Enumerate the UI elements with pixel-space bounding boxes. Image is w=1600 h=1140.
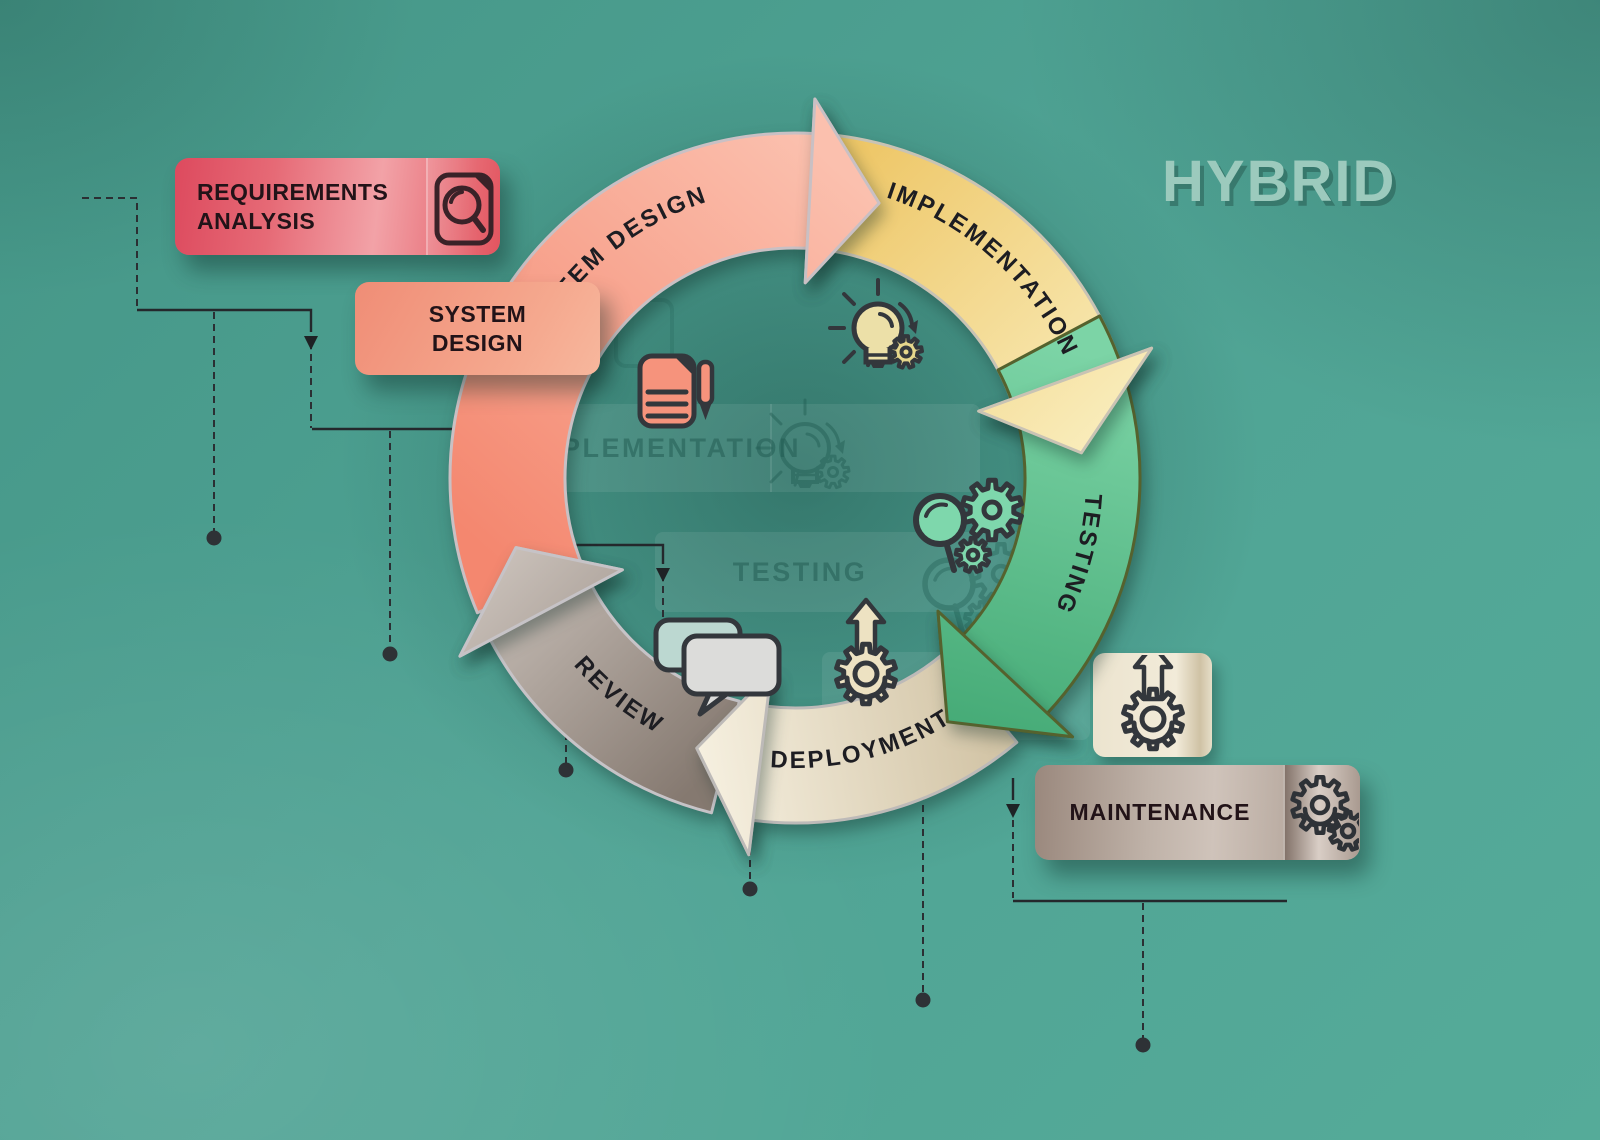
- requirements-icon-panel: [426, 158, 500, 255]
- gear-up-arrow-icon: [1120, 655, 1185, 752]
- cycle-arrowhead-review: [458, 546, 624, 658]
- connector-endpoint-dot: [558, 762, 574, 778]
- connector-arrowhead: [1006, 804, 1020, 818]
- cycle-arrows: [448, 97, 1154, 857]
- cycle-arrowhead-implementation: [977, 346, 1154, 455]
- maintenance-box: MAINTENANCE: [1035, 765, 1360, 860]
- ghost-label-cell: IMPLEMENTATION: [527, 404, 799, 492]
- cycle-arrowhead-deployment: [695, 670, 773, 857]
- connector-endpoint-dot: [382, 646, 398, 662]
- lightbulb-gear-icon: [828, 278, 924, 370]
- dashed-connector: [82, 197, 138, 310]
- connector-endpoint-dot: [206, 530, 222, 546]
- waterfall-connectors: [82, 197, 1287, 1053]
- ghost-implementation-label: IMPLEMENTATION: [527, 432, 801, 463]
- magnifier-gears-icon: [913, 477, 1024, 574]
- solid-connector: [137, 308, 313, 332]
- connector-arrowhead: [304, 336, 318, 350]
- cycle-arrow-system-design: [448, 97, 881, 615]
- ghost-label-cell: TESTING: [655, 532, 945, 612]
- ghost-box-implementation: IMPLEMENTATION: [527, 404, 980, 492]
- ghost-icon-group: [755, 398, 851, 490]
- diagram-title: HYBRID: [1162, 149, 1397, 214]
- cycle-arrowheads: [458, 97, 1154, 857]
- connector-endpoint-dot: [742, 881, 758, 897]
- requirements-analysis-box: REQUIREMENTS ANALYSIS: [175, 158, 500, 255]
- system-design-label: SYSTEM DESIGN: [428, 301, 527, 356]
- maintenance-icon-panel: [1283, 765, 1360, 860]
- system-design-box: SYSTEM DESIGN: [355, 282, 600, 375]
- double-gears-icon: [1290, 774, 1359, 852]
- ghost-icons: [614, 298, 1033, 638]
- document-magnifier-icon: [434, 172, 494, 245]
- chat-bubbles-icon: [653, 617, 782, 717]
- notebook-pencil-icon: [637, 353, 715, 429]
- connector-endpoint-dot: [915, 992, 931, 1008]
- maintenance-label: MAINTENANCE: [1069, 799, 1251, 825]
- cycle-inner-icons: [637, 278, 1024, 717]
- requirements-analysis-label: REQUIREMENTS ANALYSIS: [197, 179, 389, 234]
- cycle-arrowhead-testing: [936, 609, 1074, 739]
- connector-endpoint-dot: [1135, 1037, 1151, 1053]
- deployment-icon-panel: [1093, 653, 1212, 757]
- ghost-testing-label: TESTING: [732, 556, 868, 587]
- connector-arrowhead: [656, 568, 670, 582]
- cycle-arrowhead-system-design: [803, 97, 881, 285]
- gear-up-arrow-icon: [834, 597, 898, 707]
